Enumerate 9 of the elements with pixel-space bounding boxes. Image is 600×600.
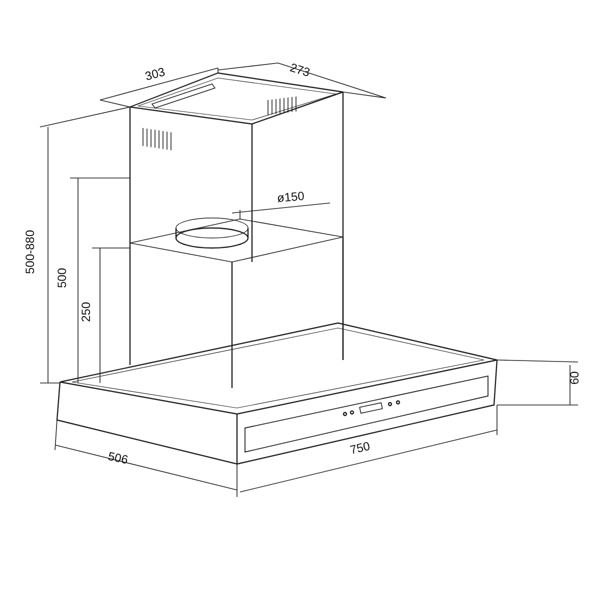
dimension-label: 506 (106, 449, 130, 467)
dimension-label: 250 (79, 302, 94, 322)
dimension-label: 750 (348, 438, 372, 458)
dimension-label: ø150 (276, 188, 304, 206)
dimension-label: 500 (55, 268, 70, 288)
dimension-label: 500-880 (23, 230, 38, 274)
dimension-label: 273 (288, 60, 312, 80)
dimension-label: 303 (144, 64, 166, 84)
dimension-label: 60 (567, 371, 582, 385)
